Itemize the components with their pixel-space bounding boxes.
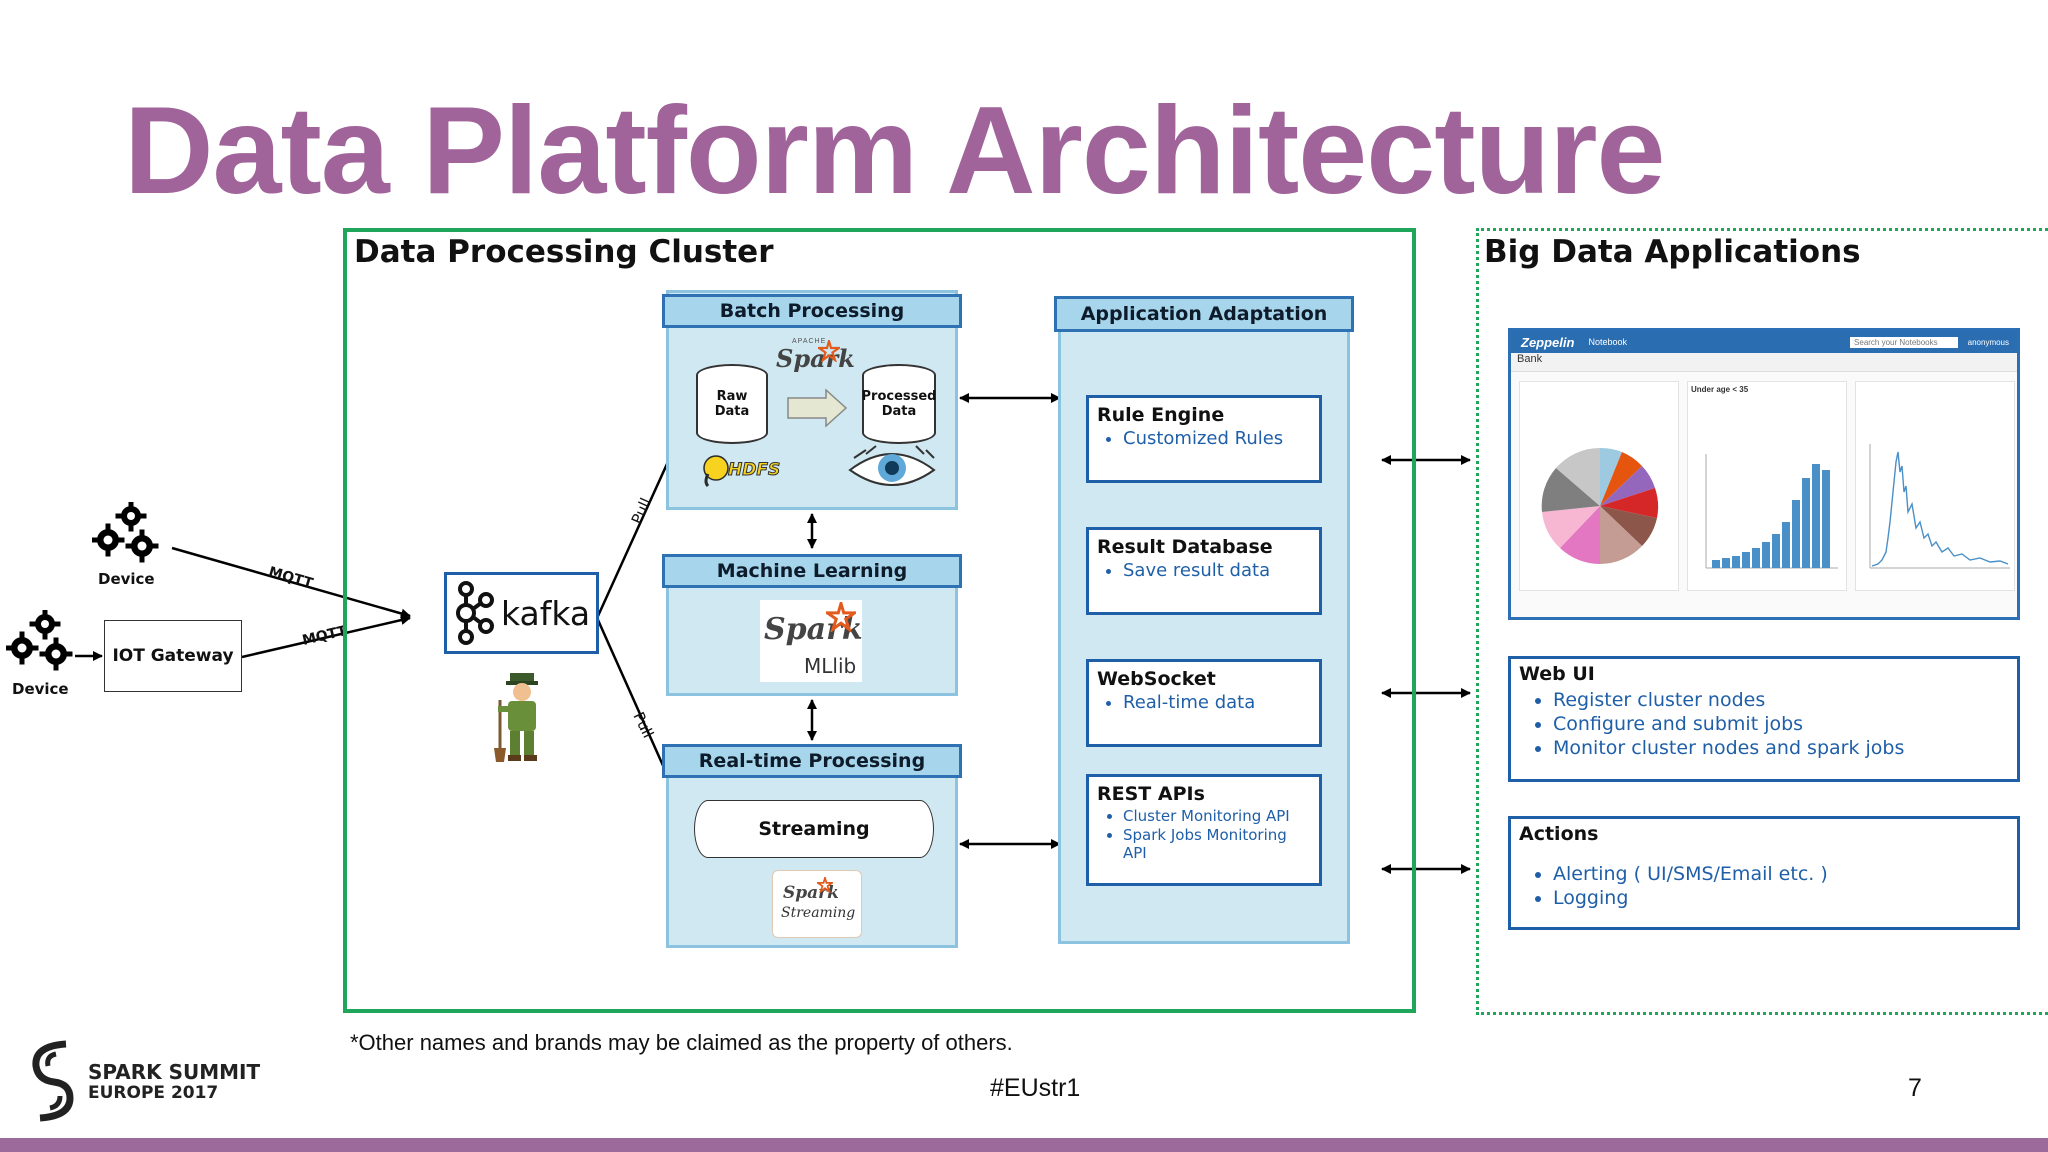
mqtt-line-gateway [241, 615, 411, 659]
spark-label-batch: Spark [776, 344, 855, 373]
device-label-top: Device [98, 570, 155, 588]
rest-apis-title: REST APIs [1097, 783, 1205, 805]
apps-title: Big Data Applications [1484, 234, 1861, 270]
bottom-bar [0, 1138, 2048, 1152]
zeppelin-line-panel [1855, 381, 2015, 591]
zeppelin-pie-panel [1519, 381, 1679, 591]
result-database-box: Result Database Save result data [1086, 527, 1322, 615]
raw-data-cylinder: Raw Data [696, 364, 768, 444]
websocket-item: Real-time data [1123, 692, 1311, 713]
batch-processing-header: Batch Processing [662, 294, 962, 328]
websocket-title: WebSocket [1097, 668, 1216, 690]
logo-line2: EUROPE 2017 [88, 1083, 219, 1103]
rest-apis-item: Cluster Monitoring API [1123, 807, 1311, 825]
processed-data-cylinder: Processed Data [862, 364, 937, 444]
rest-apis-item: Spark Jobs Monitoring API [1123, 826, 1311, 862]
kafka-icon [456, 581, 494, 645]
zeppelin-panel-title: Under age < 35 [1691, 385, 1749, 394]
cluster-title: Data Processing Cluster [354, 234, 774, 270]
web-ui-item: Configure and submit jobs [1553, 713, 2009, 735]
rule-engine-title: Rule Engine [1097, 404, 1225, 426]
streaming-sub-label: Streaming [781, 905, 856, 921]
slide-title: Data Platform Architecture [124, 82, 1665, 220]
spark-star-icon [818, 340, 840, 362]
iot-gateway-box: IOT Gateway [104, 620, 242, 692]
spark-streaming-logo: Spark Streaming [772, 870, 862, 938]
actions-box: Actions Alerting ( UI/SMS/Email etc. ) L… [1508, 816, 2020, 930]
streaming-box: Streaming [694, 800, 934, 858]
bar-chart-icon [1705, 454, 1838, 569]
zeppelin-toolbar: Bank [1511, 353, 2017, 372]
logo-line1: SPARK SUMMIT [88, 1060, 261, 1084]
data-processing-cluster [343, 228, 1416, 1013]
device-gears-icon-2 [6, 610, 73, 671]
spark-star-icon [826, 602, 856, 632]
page-number: 7 [1908, 1074, 1922, 1102]
actions-item: Logging [1553, 887, 2009, 909]
eye-logo-icon [848, 445, 936, 486]
spark-summit-logo-icon [32, 1040, 74, 1122]
web-ui-item: Register cluster nodes [1553, 689, 2009, 711]
mailman-icon [494, 673, 538, 762]
zeppelin-screenshot: Zeppelin Notebook Search your Notebooks … [1508, 328, 2020, 620]
spark-star-icon [817, 877, 833, 893]
result-database-title: Result Database [1097, 536, 1273, 558]
rule-engine-box: Rule Engine Customized Rules [1086, 395, 1322, 483]
zeppelin-navbar: Zeppelin Notebook Search your Notebooks … [1511, 331, 2017, 353]
web-ui-box: Web UI Register cluster nodes Configure … [1508, 656, 2020, 782]
zeppelin-bar-panel: Under age < 35 [1687, 381, 1847, 591]
zeppelin-user: anonymous [1967, 337, 2009, 347]
result-database-item: Save result data [1123, 560, 1311, 581]
kafka-label: kafka [501, 593, 591, 633]
actions-item: Alerting ( UI/SMS/Email etc. ) [1553, 863, 2009, 885]
web-ui-title: Web UI [1519, 663, 1595, 685]
websocket-box: WebSocket Real-time data [1086, 659, 1322, 747]
hashtag: #EUstr1 [990, 1074, 1081, 1102]
footnote: *Other names and brands may be claimed a… [350, 1030, 1013, 1055]
spark-mllib-logo: Spark MLlib [760, 600, 863, 682]
hdfs-label: HDFS [727, 460, 781, 481]
hadoop-elephant-icon [703, 455, 729, 488]
zeppelin-search[interactable]: Search your Notebooks [1850, 336, 1958, 348]
big-data-applications [1476, 228, 2048, 1015]
machine-learning-header: Machine Learning [662, 554, 962, 588]
transform-arrow-icon [787, 388, 848, 428]
apache-label: APACHE [792, 338, 827, 345]
kafka-box: kafka [444, 572, 599, 654]
rule-engine-item: Customized Rules [1123, 428, 1311, 449]
zeppelin-menu: Notebook [1588, 337, 1627, 347]
pie-chart-icon [1541, 447, 1659, 564]
device-label-bottom: Device [12, 680, 69, 698]
mllib-label: MLlib [804, 654, 857, 678]
hdfs-logo: HDFS [700, 450, 781, 490]
spark-logo-batch: APACHE Spark [774, 338, 855, 378]
web-ui-item: Monitor cluster nodes and spark jobs [1553, 737, 2009, 759]
application-adaptation-header: Application Adaptation [1054, 296, 1354, 332]
zeppelin-note-name: Bank [1517, 353, 1543, 365]
mqtt-line-device [171, 546, 411, 619]
actions-title: Actions [1519, 823, 1599, 845]
realtime-processing-header: Real-time Processing [662, 744, 962, 778]
device-gears-icon [92, 502, 159, 563]
rest-apis-box: REST APIs Cluster Monitoring API Spark J… [1086, 774, 1322, 886]
line-chart-icon [1869, 444, 2010, 569]
zeppelin-brand: Zeppelin [1521, 334, 1575, 350]
